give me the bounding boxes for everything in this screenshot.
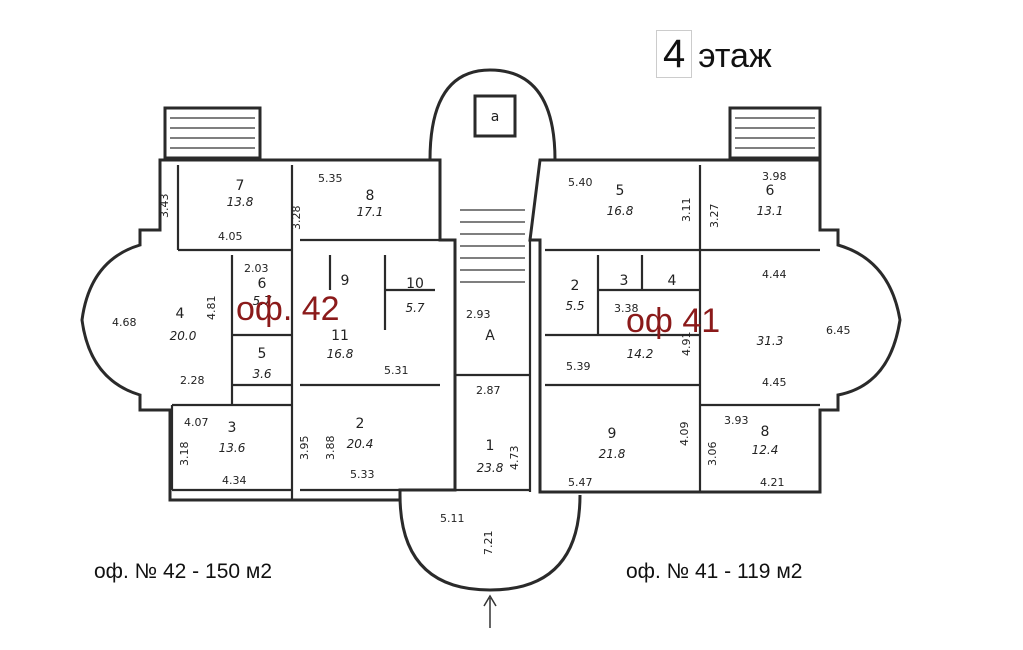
svg-text:5.7: 5.7	[405, 301, 424, 315]
svg-text:4.73: 4.73	[508, 446, 521, 471]
svg-text:4.45: 4.45	[762, 376, 787, 389]
svg-text:4.44: 4.44	[762, 268, 787, 281]
office-41-summary: оф. № 41 - 119 м2	[626, 560, 803, 583]
svg-text:3.88: 3.88	[324, 436, 337, 461]
elevator-box	[473, 94, 517, 138]
floor-badge: 4 этаж	[656, 30, 772, 78]
stair-left	[163, 106, 262, 160]
svg-text:а: а	[491, 109, 500, 125]
svg-text:4.68: 4.68	[112, 316, 137, 329]
svg-text:1: 1	[486, 438, 495, 454]
office-42-summary: оф. № 42 - 150 м2	[94, 560, 272, 583]
svg-text:4.91: 4.91	[680, 332, 693, 357]
svg-text:3: 3	[228, 420, 237, 436]
svg-text:31.3: 31.3	[757, 334, 784, 348]
svg-text:7.21: 7.21	[482, 531, 495, 556]
svg-text:5.33: 5.33	[350, 468, 375, 481]
svg-text:А: А	[485, 328, 495, 344]
floor-number: 4	[656, 30, 693, 78]
svg-text:3.11: 3.11	[680, 198, 693, 223]
svg-text:5.7: 5.7	[252, 294, 271, 308]
svg-text:20.4: 20.4	[347, 437, 374, 451]
svg-text:3.28: 3.28	[290, 206, 303, 231]
svg-text:3.93: 3.93	[724, 414, 749, 427]
svg-text:14.2: 14.2	[627, 347, 654, 361]
svg-text:3.38: 3.38	[614, 302, 639, 315]
svg-text:13.1: 13.1	[757, 204, 784, 218]
svg-text:4: 4	[668, 273, 677, 289]
svg-text:6: 6	[766, 183, 775, 199]
svg-text:3.6: 3.6	[252, 367, 271, 381]
room-area: 13.8	[227, 195, 254, 209]
svg-text:5.47: 5.47	[568, 476, 593, 489]
svg-text:7: 7	[236, 178, 245, 194]
svg-text:4.07: 4.07	[184, 416, 209, 429]
svg-text:4.05: 4.05	[218, 230, 243, 243]
svg-text:5.31: 5.31	[384, 364, 409, 377]
svg-text:6.45: 6.45	[826, 324, 851, 337]
svg-text:5.39: 5.39	[566, 360, 591, 373]
left-wing-outline	[80, 158, 457, 502]
svg-text:21.8: 21.8	[599, 447, 626, 461]
svg-text:2: 2	[356, 416, 365, 432]
svg-text:2.93: 2.93	[466, 308, 491, 321]
svg-text:8: 8	[366, 188, 375, 204]
svg-text:11: 11	[331, 328, 349, 344]
svg-text:3: 3	[620, 273, 629, 289]
svg-text:17.1: 17.1	[357, 205, 384, 219]
svg-text:2.03: 2.03	[244, 262, 269, 275]
svg-text:2.87: 2.87	[476, 384, 501, 397]
svg-text:2.28: 2.28	[180, 374, 205, 387]
svg-text:3.18: 3.18	[178, 442, 191, 467]
svg-text:9: 9	[608, 426, 617, 442]
stair-right	[728, 106, 822, 160]
svg-text:5.11: 5.11	[440, 512, 465, 525]
top-apse	[428, 68, 557, 161]
office-42-label: оф. 42	[236, 290, 340, 328]
svg-text:6: 6	[258, 276, 267, 292]
svg-text:2: 2	[571, 278, 580, 294]
svg-text:3.27: 3.27	[708, 204, 721, 229]
svg-text:3.98: 3.98	[762, 170, 787, 183]
svg-text:5: 5	[616, 183, 625, 199]
svg-text:8: 8	[761, 424, 770, 440]
floor-word: этаж	[698, 37, 772, 75]
svg-text:5: 5	[258, 346, 267, 362]
office-41-label: оф 41	[626, 302, 721, 340]
svg-text:4.81: 4.81	[205, 296, 218, 321]
svg-text:3.06: 3.06	[706, 442, 719, 467]
svg-text:16.8: 16.8	[327, 347, 354, 361]
entrance-arrow-icon	[483, 594, 497, 628]
svg-text:9: 9	[341, 273, 350, 289]
svg-text:10: 10	[406, 276, 424, 292]
svg-text:4: 4	[176, 306, 185, 322]
right-wing-outline	[528, 158, 902, 494]
svg-text:16.8: 16.8	[607, 204, 634, 218]
svg-text:5.40: 5.40	[568, 176, 593, 189]
svg-text:4.34: 4.34	[222, 474, 247, 487]
svg-text:23.8: 23.8	[477, 461, 504, 475]
svg-text:20.0: 20.0	[170, 329, 197, 343]
svg-text:4.21: 4.21	[760, 476, 785, 489]
svg-text:13.6: 13.6	[219, 441, 246, 455]
svg-text:4.09: 4.09	[678, 422, 691, 447]
svg-text:5.5: 5.5	[565, 299, 584, 313]
svg-text:3.43: 3.43	[158, 194, 171, 219]
svg-text:12.4: 12.4	[752, 443, 779, 457]
svg-text:5.35: 5.35	[318, 172, 343, 185]
bottom-apse	[398, 494, 582, 592]
svg-text:3.95: 3.95	[298, 436, 311, 461]
